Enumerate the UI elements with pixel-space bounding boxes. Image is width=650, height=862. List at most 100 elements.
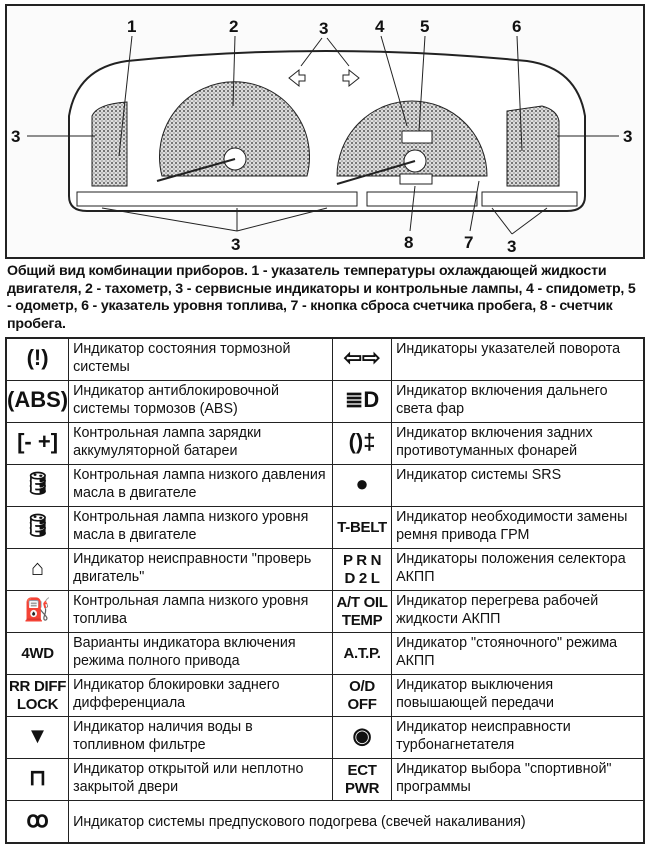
temperature-gauge — [91, 101, 128, 187]
rear-fog-light-icon: ()‡ — [332, 422, 393, 465]
callout-3-top: 3 — [319, 19, 328, 38]
table-row: ⌂Индикатор неисправности "проверь двигат… — [5, 548, 645, 591]
indicator-description: Индикатор открытой или неплотно закрытой… — [68, 758, 334, 801]
t-belt-icon: T-BELT — [332, 506, 393, 549]
callout-3-bottom-right: 3 — [507, 237, 516, 256]
indicator-description: Индикаторы указателей поворота — [391, 337, 645, 381]
indicator-description: Контрольная лампа низкого уровня масла в… — [68, 506, 334, 549]
table-row: ⛽ Контрольная лампа низкого уровня топлив… — [5, 590, 645, 633]
od-off-icon-label-line1: O/D — [349, 677, 375, 695]
warning-lamp-strip — [76, 191, 578, 207]
ect-pwr-icon-label-line1: ECT — [347, 761, 377, 779]
table-row: 🛢 Контрольная лампа низкого уровня масла … — [5, 506, 645, 549]
4wd-icon-label: 4WD — [21, 644, 54, 662]
indicator-description: Контрольная лампа зарядки аккумуляторной… — [68, 422, 334, 465]
callout-3-right: 3 — [623, 127, 632, 146]
water-in-fuel-icon-glyph: ▼ — [26, 723, 49, 748]
indicator-description: Индикатор неисправности турбонагнетателя — [391, 716, 645, 759]
battery-icon: [- +] — [5, 422, 70, 465]
check-engine-icon: ⌂ — [5, 548, 70, 591]
at-oil-temp-icon-label-line2: TEMP — [341, 611, 383, 629]
indicator-description: Индикатор необходимости замены ремня при… — [391, 506, 645, 549]
turbo-icon-glyph: ◉ — [352, 723, 372, 748]
indicator-description: Индикатор выключения повышающей передачи — [391, 674, 645, 717]
indicator-description: Индикатор антиблокировочной системы торм… — [68, 380, 334, 423]
callout-2: 2 — [229, 17, 238, 36]
callout-4: 4 — [375, 17, 385, 36]
fuel-gauge — [506, 105, 560, 187]
callout-3-left: 3 — [11, 127, 20, 146]
abs-icon-glyph: (ABS) — [7, 387, 69, 412]
instrument-cluster-drawing: 1 2 3 3 3 3 3 4 5 6 7 8 — [11, 17, 632, 256]
indicator-description: Контрольная лампа низкого давления масла… — [68, 464, 334, 507]
callout-5: 5 — [420, 17, 429, 36]
glow-plug-icon: ꝏ — [5, 800, 70, 844]
turn-signal-arrows-icon-glyph: ⇦⇨ — [343, 345, 381, 370]
battery-icon-glyph: [- +] — [17, 429, 59, 454]
door-open-icon: ⊓ — [5, 758, 70, 801]
rear-fog-light-icon-glyph: ()‡ — [348, 429, 376, 454]
prnd2l-icon-label-line1: P R N — [342, 551, 382, 569]
figure-caption: Общий вид комбинации приборов. 1 - указа… — [7, 263, 636, 332]
at-oil-temp-icon-label-line1: A/T OIL — [336, 593, 388, 611]
rr-diff-lock-icon-label-line2: LOCK — [16, 695, 59, 713]
indicator-description: Индикатор блокировки заднего дифференциа… — [68, 674, 334, 717]
atp-icon: A.T.P. — [332, 632, 393, 675]
water-in-fuel-icon: ▼ — [5, 716, 70, 759]
table-row: (ABS)Индикатор антиблокировочной системы… — [5, 380, 645, 423]
callout-1: 1 — [127, 17, 136, 36]
indicator-description: Индикатор наличия воды в топливном фильт… — [68, 716, 334, 759]
prnd2l-icon-label-line2: D 2 L — [344, 569, 380, 587]
callout-3-bottom: 3 — [231, 235, 240, 254]
indicator-description: Индикатор выбора "спортивной" программы — [391, 758, 645, 801]
indicator-description: Контрольная лампа низкого уровня топлива — [68, 590, 334, 633]
turn-arrows — [288, 68, 360, 88]
fuel-pump-icon-glyph: ⛽ — [23, 597, 52, 622]
odometer — [401, 130, 433, 144]
indicator-description: Индикатор включения дальнего света фар — [391, 380, 645, 423]
instrument-cluster-figure: 1 2 3 3 3 3 3 4 5 6 7 8 — [5, 4, 645, 259]
table-row: 4WD Варианты индикатора включения режима … — [5, 632, 645, 675]
srs-airbag-icon-glyph: ● — [355, 471, 369, 496]
indicator-description: Индикатор системы предпускового подогрев… — [68, 800, 645, 844]
indicator-description: Варианты индикатора включения режима пол… — [68, 632, 334, 675]
table-row: 🛢 Контрольная лампа низкого давления масл… — [5, 464, 645, 507]
callout-7: 7 — [464, 233, 473, 252]
table-row: ▼ Индикатор наличия воды в топливном филь… — [5, 716, 645, 759]
indicator-table: (!) Индикатор состояния тормозной системы… — [5, 337, 645, 844]
rr-diff-lock-icon-label-line1: RR DIFF — [9, 677, 67, 695]
indicator-description: Индикатор "стояночного" режима АКПП — [391, 632, 645, 675]
table-row: (!) Индикатор состояния тормозной системы… — [5, 337, 645, 381]
oil-level-icon: 🛢 — [5, 506, 70, 549]
oil-pressure-icon-glyph: 🛢 — [23, 471, 52, 496]
abs-icon: (ABS) — [5, 380, 70, 423]
brake-warning-icon-glyph: (!) — [26, 345, 49, 370]
check-engine-icon-glyph: ⌂ — [30, 555, 45, 580]
table-row: [- +] Контрольная лампа зарядки аккумулят… — [5, 422, 645, 465]
atp-icon-label: A.T.P. — [343, 644, 381, 662]
indicator-description: Индикатор перегрева рабочей жидкости АКП… — [391, 590, 645, 633]
indicator-description: Индикатор состояния тормозной системы — [68, 337, 334, 381]
turbo-icon: ◉ — [332, 716, 393, 759]
brake-warning-icon: (!) — [5, 337, 70, 381]
oil-pressure-icon: 🛢 — [5, 464, 70, 507]
turn-signal-arrows-icon: ⇦⇨ — [332, 337, 393, 381]
table-row: ⊓ Индикатор открытой или неплотно закрыто… — [5, 758, 645, 801]
callout-6: 6 — [512, 17, 521, 36]
oil-level-icon-glyph: 🛢 — [23, 513, 52, 538]
indicator-description: Индикатор системы SRS — [391, 464, 645, 507]
srs-airbag-icon: ● — [332, 464, 393, 507]
door-open-icon-glyph: ⊓ — [28, 765, 47, 790]
callout-8: 8 — [404, 233, 413, 252]
indicator-description: Индикатор включения задних противотуманн… — [391, 422, 645, 465]
tachometer — [159, 81, 310, 177]
trip-meter — [399, 173, 433, 185]
ect-pwr-icon-label-line2: PWR — [345, 779, 380, 797]
od-off-icon-label-line2: OFF — [347, 695, 377, 713]
